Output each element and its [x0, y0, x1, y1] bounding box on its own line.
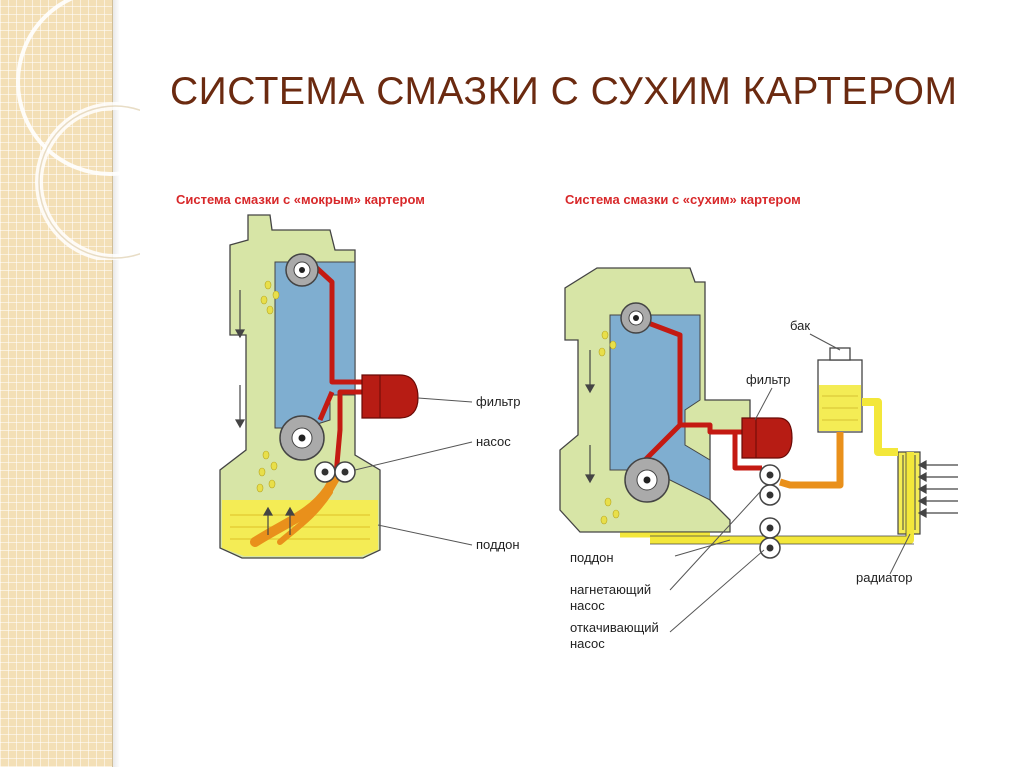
dry-filter-label: фильтр	[746, 372, 790, 387]
dry-radiator-label: радиатор	[856, 570, 913, 585]
side-strip-shadow	[112, 0, 120, 767]
dry-pressure-line	[634, 315, 762, 471]
dry-pressure-pump-label-2: насос	[570, 598, 605, 613]
wet-sump-diagram: Система смазки с «мокрым» картером	[176, 192, 520, 559]
lubrication-diagram: Система смазки с «мокрым» картером	[176, 192, 958, 651]
dry-pressure-pump-label-1: нагнетающий	[570, 582, 651, 597]
wet-filter-label: фильтр	[476, 394, 520, 409]
wet-sump-heading: Система смазки с «мокрым» картером	[176, 192, 425, 207]
wet-filter	[361, 374, 419, 419]
decorative-side-strip	[0, 0, 113, 767]
dry-return-lines	[650, 398, 914, 544]
slide-title: СИСТЕМА СМАЗКИ С СУХИМ КАРТЕРОМ	[170, 70, 958, 113]
wet-oil-cavity	[274, 261, 356, 429]
wet-pump-label: насос	[476, 434, 511, 449]
dry-sump-heading: Система смазки с «сухим» картером	[565, 192, 801, 207]
dry-scavenge-pump-label-2: насос	[570, 636, 605, 651]
dry-pump-feed-line	[778, 432, 844, 489]
dry-sump-label: поддон	[570, 550, 614, 565]
dry-sump-diagram: Система смазки с «сухим» картером	[559, 192, 958, 651]
dry-filter	[741, 417, 793, 459]
dry-scavenge-pump-label-1: откачивающий	[570, 620, 659, 635]
wet-sump-label: поддон	[476, 537, 520, 552]
dry-tank-label: бак	[790, 318, 810, 333]
decorative-rings	[16, 0, 140, 260]
